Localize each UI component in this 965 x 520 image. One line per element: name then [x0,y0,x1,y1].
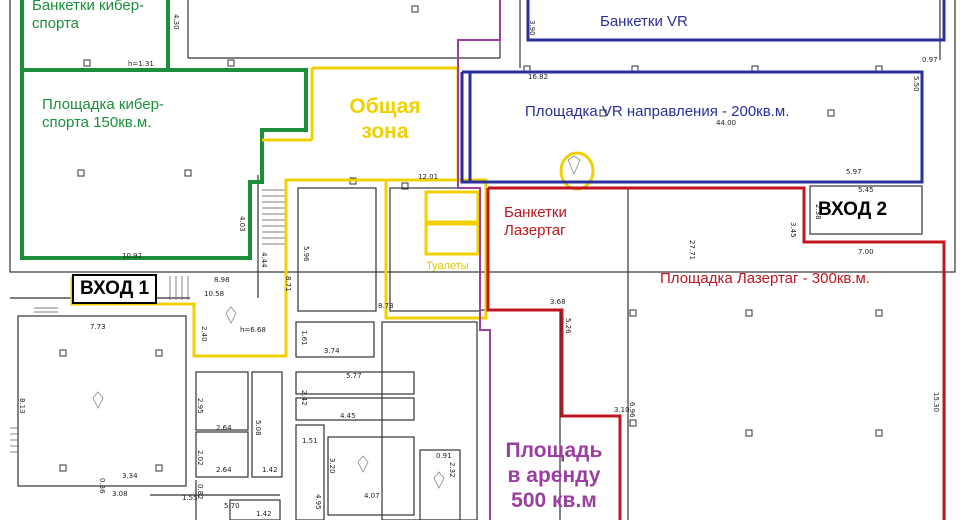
cyber-area-label: Площадка кибер- спорта 150кв.м. [42,96,164,131]
dim-label: 1.61 [300,330,308,346]
dim-label: 5.08 [254,420,262,436]
rent-boundary [457,0,501,520]
toilets-label: Туалеты [426,260,469,272]
dim-label: 1.42 [262,466,278,474]
common-zone-label: Общая зона [349,95,421,144]
laser-area-label: Площадка Лазертаг - 300кв.м. [660,270,871,287]
dim-label: 1.42 [256,510,272,518]
dim-label: 4.45 [340,412,356,420]
dim-label: 5.70 [224,502,240,510]
dim-label: 3.20 [328,458,336,474]
dim-label: 2.02 [196,450,204,466]
entrance-2-label: ВХОД 2 [818,199,888,220]
dim-label: 0.82 [196,484,204,500]
dim-label: 7.00 [858,248,874,256]
dim-label: 16.82 [528,73,549,81]
dim-label: 15.30 [932,392,940,413]
dim-label: 8.73 [378,302,394,310]
stairs [10,189,285,453]
dim-label: 10.92 [122,252,143,260]
cyber-zone-outline [20,0,308,260]
room-markers [92,155,581,489]
dim-label: 4.95 [314,494,322,510]
dim-label: 2.64 [216,424,232,432]
dim-label: 3.10 [614,406,630,414]
dim-label: 8.13 [18,398,26,414]
dim-label: 5.26 [564,318,572,334]
dim-label: 5.77 [346,372,362,380]
dim-label: 3.34 [122,472,138,480]
vr-benches-label: Банкетки VR [600,13,688,30]
dim-label: 2.40 [200,326,208,342]
entrance-1-label: ВХОД 1 [72,274,158,304]
dim-label: 8.71 [284,276,292,292]
dim-label: 2.42 [300,390,308,406]
dim-label: 3.08 [112,490,128,498]
dim-label: 3.68 [550,298,566,306]
dim-label: 44.00 [716,119,737,127]
cyber-benches-label: Банкетки кибер- спорта [32,0,145,32]
dim-label: 5.50 [912,76,920,92]
dim-label: h=6.68 [240,326,266,334]
dim-label: 4.44 [260,252,268,268]
vr-zone-outline [460,0,946,184]
dim-label: 4.03 [238,216,246,232]
dim-label: 8.98 [214,276,230,284]
dim-label: 0.91 [436,452,452,460]
dim-label: 10.58 [204,290,225,298]
dim-label: 2.95 [196,398,204,414]
lasertag-zone-outline [486,186,946,520]
dim-label: 0.97 [922,56,938,64]
dim-label: 12.01 [418,173,439,181]
dim-label: 6.96 [628,402,636,418]
columns [59,5,883,472]
dim-label: 1.55 [182,494,198,502]
vr-area-label: Площадка VR направления - 200кв.м. [525,103,790,120]
dim-label: 3.74 [324,347,340,355]
dim-label: 3.90 [528,20,536,36]
dim-label: 5.97 [846,168,862,176]
dim-label: 2.38 [814,204,822,220]
dim-label: 27.71 [688,240,696,261]
dim-label: 2.32 [448,462,456,478]
dim-label: 4.30 [172,14,180,30]
dim-label: 7.73 [90,323,106,331]
dim-label: 2.64 [216,466,232,474]
dim-label: 5.96 [302,246,310,262]
rent-area-label: Площадь в аренду 500 кв.м [505,439,603,513]
dim-label: h=1.31 [128,60,154,68]
dim-label: 0.36 [98,478,106,494]
dim-label: 5.45 [858,186,874,194]
dim-label: 3.45 [789,222,797,238]
laser-benches-label: Банкетки Лазертаг [504,204,567,239]
dim-label: 4.07 [364,492,380,500]
dim-label: 1.51 [302,437,318,445]
